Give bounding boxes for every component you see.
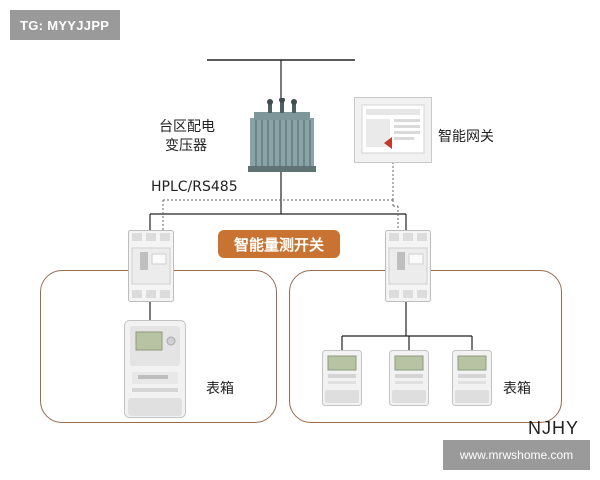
watermark-bottom: www.mrwshome.com (443, 440, 590, 470)
right-breaker-icon (385, 230, 431, 302)
single-phase-meter-1-icon (322, 350, 362, 406)
left-box-label: 表箱 (206, 381, 234, 397)
right-box-label: 表箱 (503, 381, 531, 397)
corner-text: NJHY (528, 418, 580, 438)
transformer-label-line2: 变压器 (165, 138, 207, 154)
smart-switch-badge: 智能量测开关 (218, 230, 340, 258)
transformer-label: 台区配电 变压器 (159, 118, 215, 156)
single-phase-meter-3-icon (452, 350, 492, 406)
three-phase-meter-icon (124, 320, 186, 418)
left-breaker-icon (128, 230, 174, 302)
gateway-icon (354, 97, 432, 163)
transformer-icon (248, 98, 316, 172)
single-phase-meter-2-icon (389, 350, 429, 406)
gateway-label: 智能网关 (438, 129, 494, 145)
protocol-label: HPLC/RS485 (151, 179, 238, 195)
watermark-top: TG: MYYJJPP (10, 10, 120, 40)
transformer-label-line1: 台区配电 (159, 119, 215, 135)
